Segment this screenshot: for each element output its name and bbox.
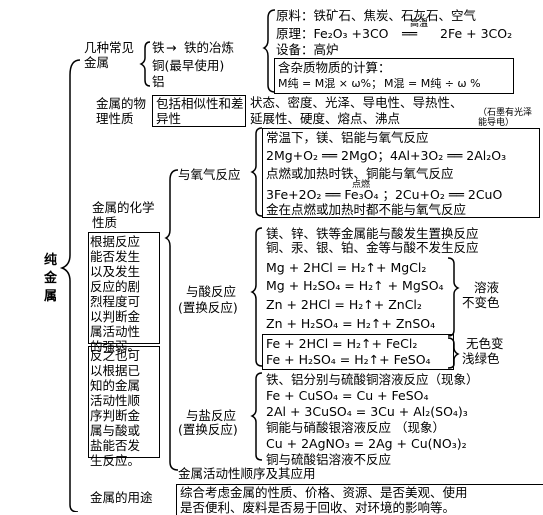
leftbox1-line: 根据反应 [90, 234, 141, 249]
acid-eq-6: Fe + H₂SO₄ = H₂↑+ FeSO₄ [266, 352, 431, 367]
metal-copper: 铜(最早使用) [152, 58, 225, 73]
physical-label: 金属的物理性质 [96, 96, 147, 126]
metal-iron: 铁 [152, 40, 165, 55]
activity-explain-text-2: 反之也可 以根据已 知的金属 活动性顺 序判断金 属与酸或 盐能否发 生反应。 [90, 348, 140, 468]
smelting-raw: 原料：铁矿石、焦炭、石灰石、空气 [276, 8, 477, 23]
common-metals-label: 几种常见金属 [84, 40, 135, 70]
acid-eq-2: Mg + H₂SO₄ = H₂↑ + MgSO₄ [266, 278, 444, 293]
equals-sign: ══ [402, 26, 418, 41]
oxygen-line-1: 常温下，镁、铝能与氧气反应 [266, 130, 429, 145]
leftbox1-line: 能否发生 [90, 249, 141, 264]
leftbox2-line: 活动性顺 [90, 393, 141, 408]
impurity-box [274, 58, 514, 94]
salt-line-5: Cu + 2AgNO₃ = 2Ag + Cu(NO₃)₂ [266, 436, 467, 451]
condition-ignite: 点燃 [352, 180, 371, 190]
physical-box-text: 包括相似性和差异性 [156, 96, 244, 126]
acid-fe-box [262, 334, 454, 370]
physical-props-2: 延展性、硬度、熔点、沸点 [250, 111, 401, 126]
salt-line-3: 2Al + 3CuSO₄ = 3Cu + Al₂(SO₄)₃ [266, 404, 468, 419]
leftbox1-line: 烈程度可 [90, 294, 141, 309]
acid-sublabel: (置换反应) [178, 300, 238, 315]
leftbox2-line: 反之也可 [90, 348, 141, 363]
activity-series-label: 金属活动性顺序及其应用 [178, 466, 316, 481]
uses-line-2: 是否便利、废料是否易于回收、对环境的影响等。 [180, 500, 456, 515]
oxygen-line-5: 金在点燃或加热时都不能与氧气反应 [266, 202, 467, 217]
leftbox1-line: 以判断金 [90, 309, 141, 324]
root-label: 纯金属 [44, 253, 58, 304]
acid-eq-5: Fe + 2HCl = H₂↑+ FeCl₂ [266, 336, 418, 351]
smelting-equipment: 设备：高炉 [276, 42, 339, 57]
leftbox2-line: 盐能否发 [90, 438, 141, 453]
salt-label: 与盐反应 [186, 408, 237, 423]
acid-note-2a: 无色变 [466, 336, 504, 351]
salt-sublabel: (置换反应) [178, 422, 238, 437]
impurity-formula-1: M纯 = M混 × ω%； [278, 77, 383, 90]
leftbox2-line: 序判断金 [90, 408, 141, 423]
acid-label: 与酸反应 [186, 284, 237, 299]
salt-line-1: 铁、铝分别与硫酸铜溶液反应（现象） [266, 372, 479, 387]
oxygen-label: 与氧气反应 [178, 167, 241, 182]
leftbox1-line: 反应的剧 [90, 279, 141, 294]
salt-line-4: 铜能与硝酸银溶液反应 （现象） [266, 420, 445, 435]
activity-explain-text-1: 根据反应 能否发生 以及发生 反应的剧 烈程度可 以判断金 属活动性 的强弱。 [90, 234, 140, 354]
activity-explain-box-2 [88, 346, 160, 458]
leftbox2-line: 知的金属 [90, 378, 141, 393]
leftbox2-line: 生反应。 [90, 453, 141, 468]
impurity-formula-2: M混 = M纯 ÷ ω % [384, 77, 481, 90]
oxygen-line-2: 2Mg+O₂ ══ 2MgO；4Al+3O₂ ══ 2Al₂O₃ [266, 148, 507, 163]
acid-eq-4: Zn + H₂SO₄ = H₂↑+ ZnSO₄ [266, 316, 436, 331]
uses-label: 金属的用途 [90, 490, 153, 505]
oxygen-box [262, 128, 540, 218]
physical-props-1: 状态、密度、光泽、导电性、导热性、 [250, 95, 463, 110]
physical-box [152, 95, 246, 127]
oxygen-line-3: 点燃或加热时铁、铜能与氧气反应 [266, 166, 454, 181]
metal-aluminum: 铝 [152, 74, 165, 89]
acid-line-1: 镁、锌、铁等金属能与酸发生置换反应 [266, 226, 479, 241]
leftbox1-line: 属活动性 [90, 324, 141, 339]
leftbox2-line: 属与酸或 [90, 423, 141, 438]
smelting-principle: 原理：Fe₂O₃ +3CO [276, 26, 389, 41]
oxygen-line-4: 3Fe+2O₂ ══ Fe₃O₄ ；2Cu+O₂ ══ 2CuO [266, 187, 503, 202]
impurity-title: 含杂质物质的计算： [278, 60, 391, 75]
uses-line-1: 综合考虑金属的性质、价格、资源、是否美观、使用 [180, 485, 468, 500]
condition-high-temp: 高温 [410, 19, 429, 29]
acid-eq-3: Zn + 2HCl = H₂↑+ ZnCl₂ [266, 297, 422, 312]
chemical-label: 金属的化学性质 [92, 200, 155, 230]
acid-note-1b: 不变色 [462, 295, 500, 310]
acid-eq-1: Mg + 2HCl = H₂↑+ MgCl₂ [266, 260, 427, 275]
salt-line-6: 铜与硫酸铝溶液不反应 [266, 452, 392, 467]
acid-note-1a: 溶液 [474, 280, 500, 295]
leftbox2-line: 以根据已 [90, 363, 141, 378]
acid-line-2: 铜、汞、银、铂、金等与酸不发生反应 [266, 240, 479, 255]
acid-note-2b: 浅绿色 [462, 351, 500, 366]
leftbox1-line: 以及发生 [90, 264, 141, 279]
salt-line-2: Fe + CuSO₄ = Cu + FeSO₄ [266, 388, 429, 403]
uses-box [176, 484, 543, 515]
iron-smelting-label: 铁的冶炼 [184, 40, 235, 55]
physical-note: （石墨有光泽能导电） [478, 108, 533, 128]
smelting-principle-product: 2Fe + 3CO₂ [440, 26, 513, 41]
arrow-icon: → [166, 40, 177, 55]
activity-explain-box-1 [88, 232, 160, 344]
